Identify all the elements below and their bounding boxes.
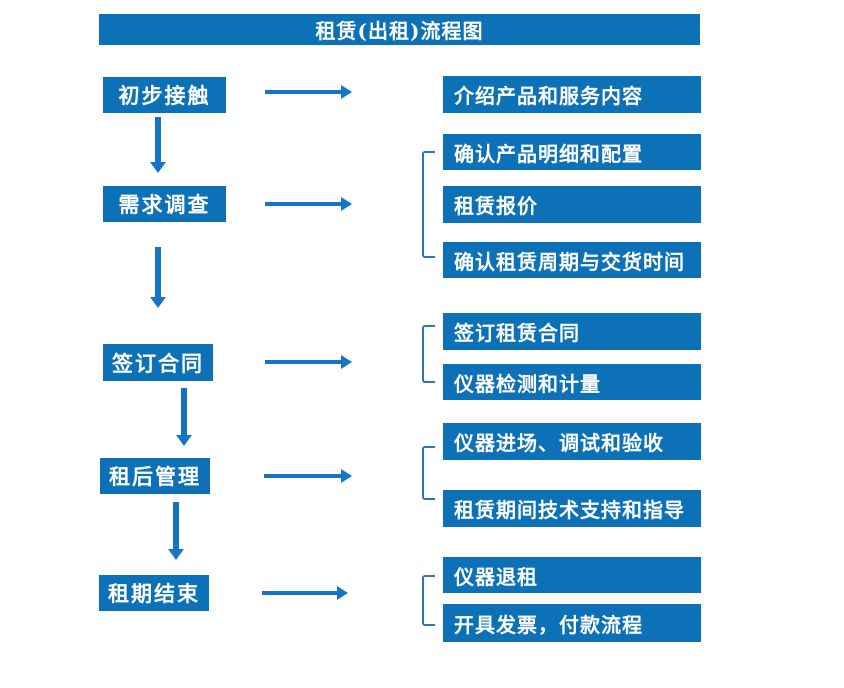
detail-instrument-arrival: 仪器进场、调试和验收	[443, 423, 701, 460]
right-arrow-4	[264, 469, 352, 483]
down-arrow-4	[168, 502, 184, 560]
detail-instrument-testing: 仪器检测和计量	[443, 364, 701, 400]
detail-instrument-return: 仪器退租	[443, 557, 701, 593]
step-rental-end: 租期结束	[99, 575, 209, 611]
detail-confirm-period: 确认租赁周期与交货时间	[443, 242, 701, 278]
right-arrow-5	[262, 586, 348, 600]
step-initial-contact: 初步接触	[103, 77, 226, 113]
bracket-group-end	[422, 575, 435, 626]
detail-confirm-product-spec: 确认产品明细和配置	[443, 134, 701, 170]
down-arrow-3	[176, 388, 192, 446]
bracket-group-management	[422, 446, 435, 500]
detail-sign-rental-contract: 签订租赁合同	[443, 313, 701, 350]
detail-invoice-payment: 开具发票，付款流程	[443, 604, 701, 642]
flowchart-title: 租赁(出租)流程图	[99, 14, 700, 45]
detail-tech-support: 租赁期间技术支持和指导	[443, 490, 701, 527]
step-sign-contract: 签订合同	[103, 344, 213, 381]
detail-rental-quote: 租赁报价	[443, 186, 701, 223]
right-arrow-3	[265, 355, 352, 369]
right-arrow-1	[265, 85, 352, 99]
detail-introduce-products: 介绍产品和服务内容	[443, 76, 701, 113]
right-arrow-2	[265, 197, 352, 211]
down-arrow-1	[150, 117, 166, 173]
step-demand-survey: 需求调查	[103, 186, 226, 222]
down-arrow-2	[150, 247, 166, 308]
bracket-group-contract	[422, 325, 435, 383]
step-post-rental-mgmt: 租后管理	[100, 458, 210, 494]
bracket-group-demand	[422, 151, 435, 258]
